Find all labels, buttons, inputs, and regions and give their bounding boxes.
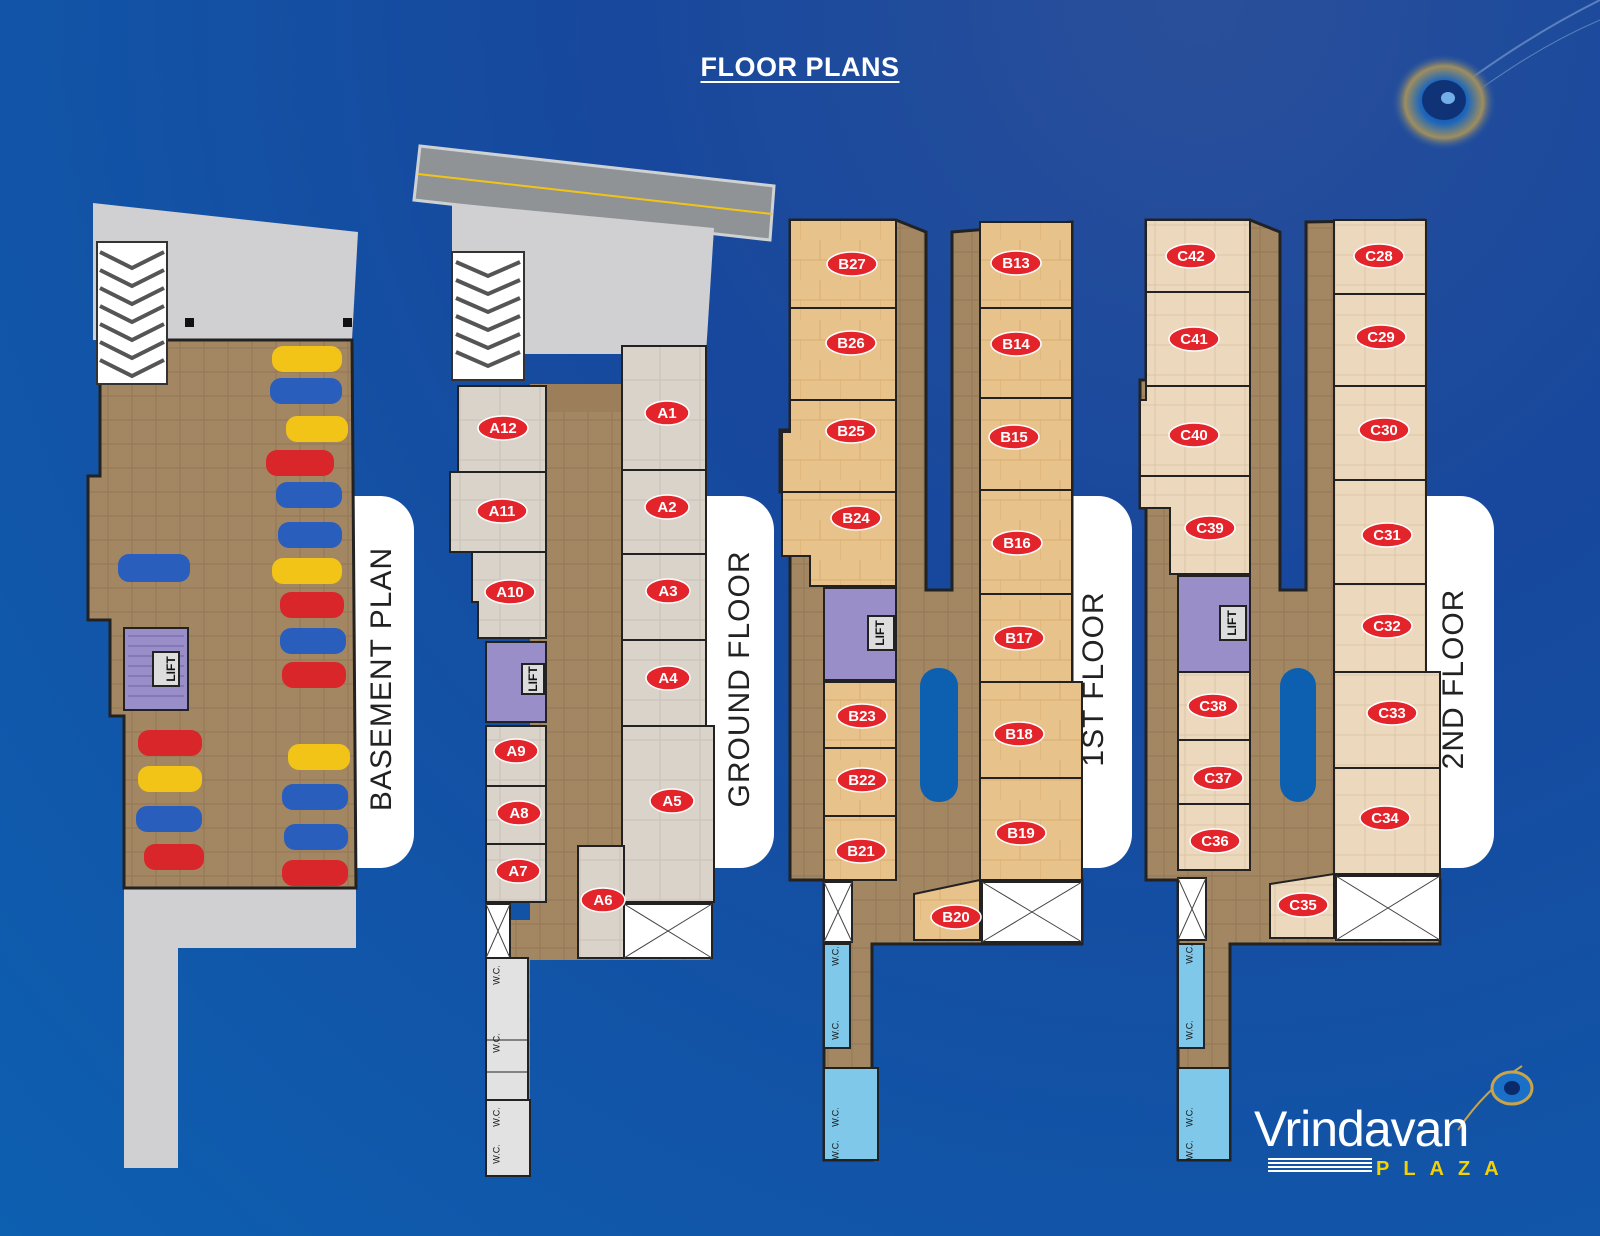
- unit-badge[interactable]: C37: [1204, 770, 1232, 787]
- car-icon: [272, 346, 342, 372]
- ground-floor-tab: GROUND FLOOR: [706, 496, 774, 868]
- unit-badge[interactable]: B20: [942, 909, 970, 926]
- car-icon: [282, 784, 348, 810]
- unit-badge[interactable]: C39: [1196, 520, 1224, 537]
- unit-badge[interactable]: B18: [1005, 726, 1033, 743]
- unit-badge[interactable]: B17: [1005, 630, 1033, 647]
- car-icon: [282, 662, 346, 688]
- unit-badge[interactable]: B24: [842, 510, 870, 527]
- unit-badge[interactable]: C28: [1365, 248, 1393, 265]
- unit-badge[interactable]: A1: [657, 405, 676, 422]
- unit-badge[interactable]: C34: [1371, 810, 1399, 827]
- unit-badge[interactable]: A6: [593, 892, 612, 909]
- car-icon: [286, 416, 348, 442]
- unit-badge[interactable]: B16: [1003, 535, 1031, 552]
- unit-badge[interactable]: A4: [658, 670, 678, 687]
- basement-tab: BASEMENT PLAN: [352, 496, 414, 868]
- unit-badge[interactable]: B23: [848, 708, 876, 725]
- wc-label: W.C.: [1184, 944, 1194, 964]
- car-icon: [118, 554, 190, 582]
- wc-label: W.C.: [491, 1033, 501, 1053]
- unit-badge[interactable]: A5: [662, 793, 681, 810]
- unit-badge[interactable]: C31: [1373, 527, 1401, 544]
- logo-tagline: PLAZA: [1376, 1158, 1513, 1180]
- peacock-feather-icon: [1392, 0, 1600, 150]
- unit-badge[interactable]: A9: [506, 743, 525, 760]
- wc-label: W.C.: [1184, 1020, 1194, 1040]
- unit-badge[interactable]: C41: [1180, 331, 1208, 348]
- car-icon: [266, 450, 334, 476]
- unit-badge[interactable]: B13: [1002, 255, 1030, 272]
- car-icon: [138, 730, 202, 756]
- unit-badge[interactable]: C35: [1289, 897, 1317, 914]
- unit-badge[interactable]: B27: [838, 256, 866, 273]
- unit-badge[interactable]: C30: [1370, 422, 1398, 439]
- unit-badge[interactable]: B25: [837, 423, 865, 440]
- car-icon: [280, 592, 344, 618]
- car-icon: [272, 558, 342, 584]
- unit-badge[interactable]: C29: [1367, 329, 1395, 346]
- car-icon: [270, 378, 342, 404]
- first-lift-label: LIFT: [873, 620, 887, 646]
- wc-label: W.C.: [830, 946, 840, 966]
- car-icon: [282, 860, 348, 886]
- wc-label: W.C.: [491, 1144, 501, 1164]
- car-icon: [280, 628, 346, 654]
- logo-feather-icon: [1457, 1065, 1534, 1131]
- unit-badge[interactable]: A2: [657, 499, 676, 516]
- second-lift-label: LIFT: [1225, 610, 1239, 636]
- second-floor-plan: [1138, 218, 1442, 1162]
- unit-badge[interactable]: A10: [496, 584, 524, 601]
- unit-badge[interactable]: B15: [1000, 429, 1028, 446]
- car-icon: [136, 806, 202, 832]
- wc-label: W.C.: [830, 1020, 840, 1040]
- car-icon: [284, 824, 348, 850]
- unit-badge[interactable]: A3: [658, 583, 677, 600]
- unit-badge[interactable]: A7: [508, 863, 527, 880]
- parked-cars: [118, 346, 350, 886]
- car-icon: [288, 744, 350, 770]
- basement-lift-label: LIFT: [164, 656, 178, 682]
- unit-badge[interactable]: C36: [1201, 833, 1229, 850]
- car-icon: [278, 522, 342, 548]
- car-icon: [144, 844, 204, 870]
- wc-label: W.C.: [1184, 1107, 1194, 1127]
- car-icon: [276, 482, 342, 508]
- wc-label: W.C.: [491, 965, 501, 985]
- wc-label: W.C.: [491, 1107, 501, 1127]
- unit-badge[interactable]: A11: [489, 503, 516, 520]
- unit-badge[interactable]: C33: [1378, 705, 1406, 722]
- unit-badge[interactable]: A8: [509, 805, 528, 822]
- wc-label: W.C.: [1184, 1140, 1194, 1160]
- basement-ramp: [96, 241, 168, 385]
- unit-badge[interactable]: B21: [847, 843, 875, 860]
- page-title: FLOOR PLANS: [700, 52, 900, 82]
- logo-wordmark: Vrindavan: [1254, 1101, 1469, 1157]
- unit-badge[interactable]: C42: [1177, 248, 1205, 265]
- unit-badge[interactable]: B14: [1002, 336, 1030, 353]
- unit-badge[interactable]: B26: [837, 335, 865, 352]
- wc-label: W.C.: [830, 1140, 840, 1160]
- unit-badge[interactable]: A12: [489, 420, 517, 437]
- car-icon: [138, 766, 202, 792]
- first-floor-plan: [778, 218, 1084, 1162]
- unit-badge[interactable]: C40: [1180, 427, 1208, 444]
- basement-plan: [86, 203, 358, 1168]
- unit-badge[interactable]: C32: [1373, 618, 1401, 635]
- wc-label: W.C.: [830, 1107, 840, 1127]
- unit-badge[interactable]: B19: [1007, 825, 1035, 842]
- ground-floor-plan: [412, 144, 776, 1177]
- logo-underline: [1268, 1158, 1372, 1174]
- unit-badge[interactable]: B22: [848, 772, 876, 789]
- ground-lift-label: LIFT: [526, 666, 540, 692]
- unit-badge[interactable]: C38: [1199, 698, 1227, 715]
